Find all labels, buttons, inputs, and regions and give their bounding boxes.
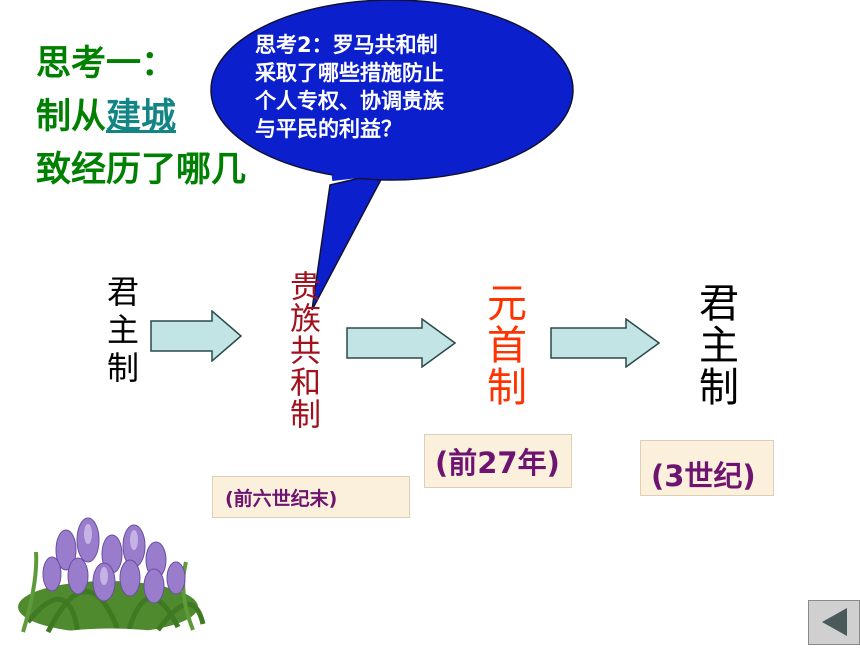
stage-monarchy-early: 君主制: [102, 275, 140, 389]
date-monarchy-late: (3世纪): [640, 440, 774, 496]
city-founding-link[interactable]: 建城: [106, 97, 177, 137]
date-aristocratic-republic: (前六世纪末): [212, 476, 410, 518]
back-button[interactable]: [808, 600, 860, 645]
arrow-right-icon: [550, 318, 660, 368]
back-triangle-icon: [822, 608, 847, 636]
stage-aristocratic-republic: 贵族共和制: [284, 270, 320, 430]
callout-line: 采取了哪些措施防止: [255, 61, 444, 85]
question-1-line-3: 致经历了哪几: [36, 150, 247, 190]
date-principate: (前27年): [424, 434, 572, 488]
stage-principate: 元首制: [480, 282, 526, 408]
flowers-image: [18, 517, 208, 640]
callout-line: 与平民的利益？: [255, 117, 402, 141]
stage-monarchy-late: 君主制: [692, 282, 738, 408]
callout-question-2: 思考2：罗马共和制 采取了哪些措施防止 个人专权、协调贵族 与平民的利益？: [255, 31, 525, 143]
arrow-right-icon: [150, 310, 242, 362]
callout-line: 个人专权、协调贵族: [255, 89, 444, 113]
arrow-right-icon: [346, 318, 456, 368]
question-1-line-2: 制从建城: [36, 97, 177, 137]
question-1-line-1: 思考一：: [36, 44, 177, 84]
callout-line: 思考2：罗马共和制: [255, 33, 438, 57]
